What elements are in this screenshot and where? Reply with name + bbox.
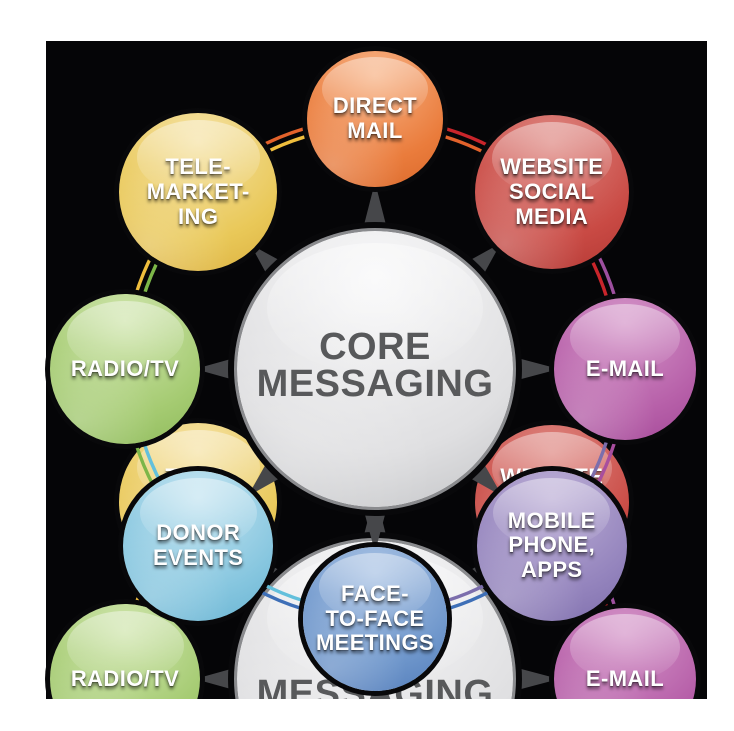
node-label-line: EVENTS: [153, 544, 244, 570]
node-label-line: SOCIAL: [509, 178, 595, 204]
node-label-line: WEBSITE: [500, 154, 604, 180]
node-label-line: DONOR: [156, 520, 241, 546]
node-label-line: DIRECT: [332, 93, 418, 119]
node-label-line: RADIO/TV: [70, 355, 180, 381]
node-e-mail: E-MAIL: [554, 298, 696, 440]
core-label-line1: CORE: [319, 326, 431, 369]
node-label-line: MEETINGS: [315, 630, 435, 656]
node-tele-marketing: TELE-MARKET-ING: [119, 113, 278, 272]
node-label-line: FACE-: [340, 581, 409, 607]
node-label: E-MAIL: [585, 355, 665, 382]
node-label-line: PHONE,: [508, 532, 596, 558]
node-label-line: RADIO/TV: [70, 665, 180, 691]
diagram-clip-area: COREMESSAGINGWEBSITESOCIALMEDIAE-MAILMOB…: [46, 41, 707, 699]
node-label: E-MAIL: [585, 665, 665, 692]
node-label-line: ING: [178, 203, 219, 229]
node-label-line: MAIL: [347, 118, 403, 143]
node-label-line: APPS: [521, 557, 583, 583]
node-label-line: MOBILE: [507, 507, 596, 533]
node-label-line: MARKET-: [146, 178, 250, 204]
node-label-line: E-MAIL: [585, 665, 665, 691]
node-label-line: TO-FACE: [325, 605, 425, 631]
node-label: TELE-MARKET-ING: [147, 155, 250, 229]
node-label: RADIO/TV: [70, 665, 180, 692]
node-label-line: MEDIA: [515, 203, 589, 229]
node-label-line: TELE-: [165, 154, 231, 180]
core-label-line2: MESSAGING: [256, 363, 494, 405]
node-label-line: E-MAIL: [585, 355, 665, 381]
node-label: RADIO/TV: [70, 355, 180, 382]
node-radio-tv: RADIO/TV: [50, 294, 200, 444]
